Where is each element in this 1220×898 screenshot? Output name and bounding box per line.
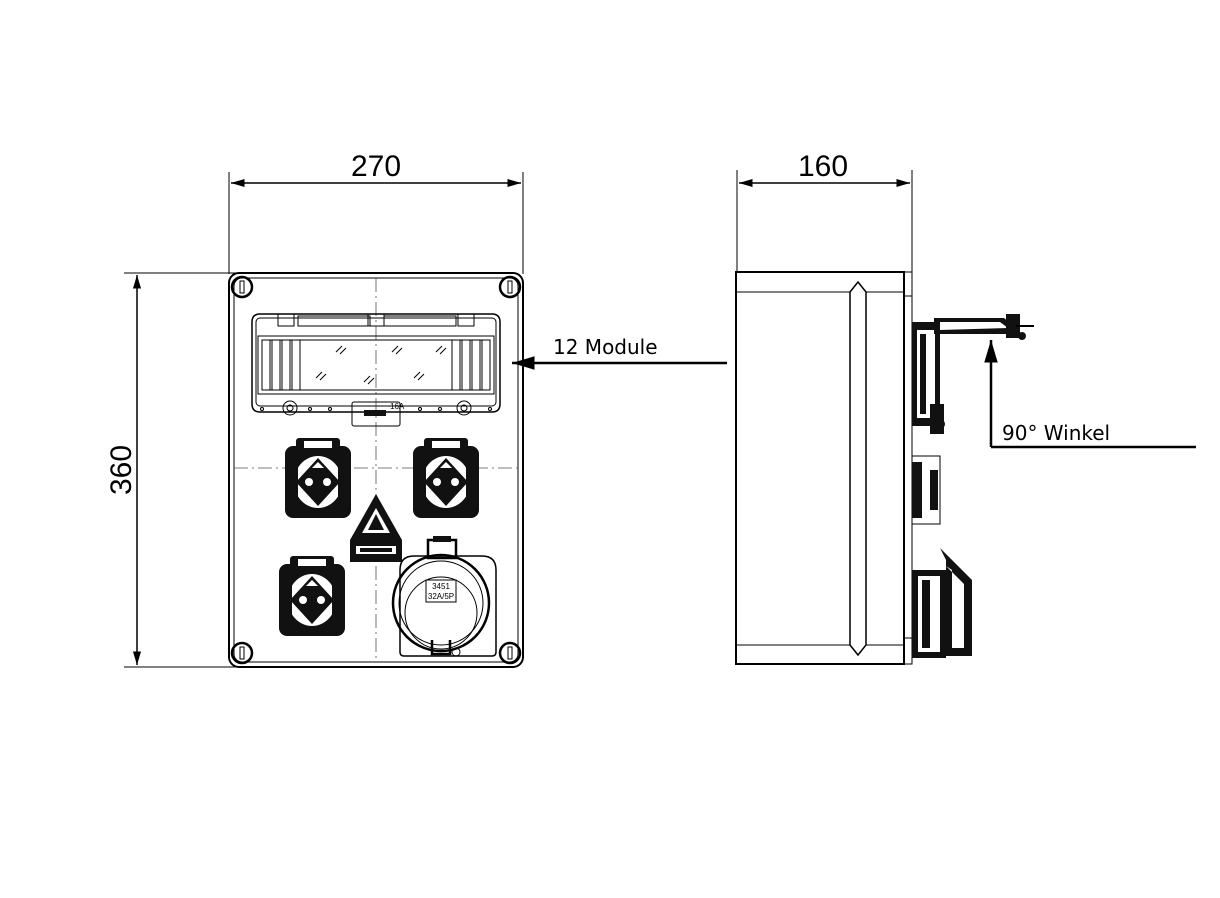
socket-rating-label: 32A/5P [428,592,454,601]
angled-socket-side [912,314,1034,434]
angle-annotation: 90° Winkel [1002,421,1110,445]
cee-socket-side [912,548,972,658]
schuko-socket-icon [413,438,479,518]
breaker-rating-label: 16A [390,402,405,411]
depth-dimension-label: 160 [798,150,848,183]
modules-annotation: 12 Module [553,335,658,359]
flat-socket-side [911,455,941,525]
module-window: 16A [251,313,501,427]
schuko-socket-icon [279,556,345,636]
warning-triangle-icon [350,494,402,562]
corner-screw-icon [230,275,522,665]
height-dimension-label: 360 [105,445,138,495]
side-view: 160 [735,150,1196,665]
schuko-socket-icon [285,438,351,518]
cee-socket-icon: 3451 32A/5P [391,536,497,657]
width-dimension-label: 270 [351,150,401,183]
socket-code-label: 3451 [432,582,450,591]
enclosure-outline [228,272,524,668]
front-view: 270 360 [105,150,727,668]
housing-side [735,271,913,665]
